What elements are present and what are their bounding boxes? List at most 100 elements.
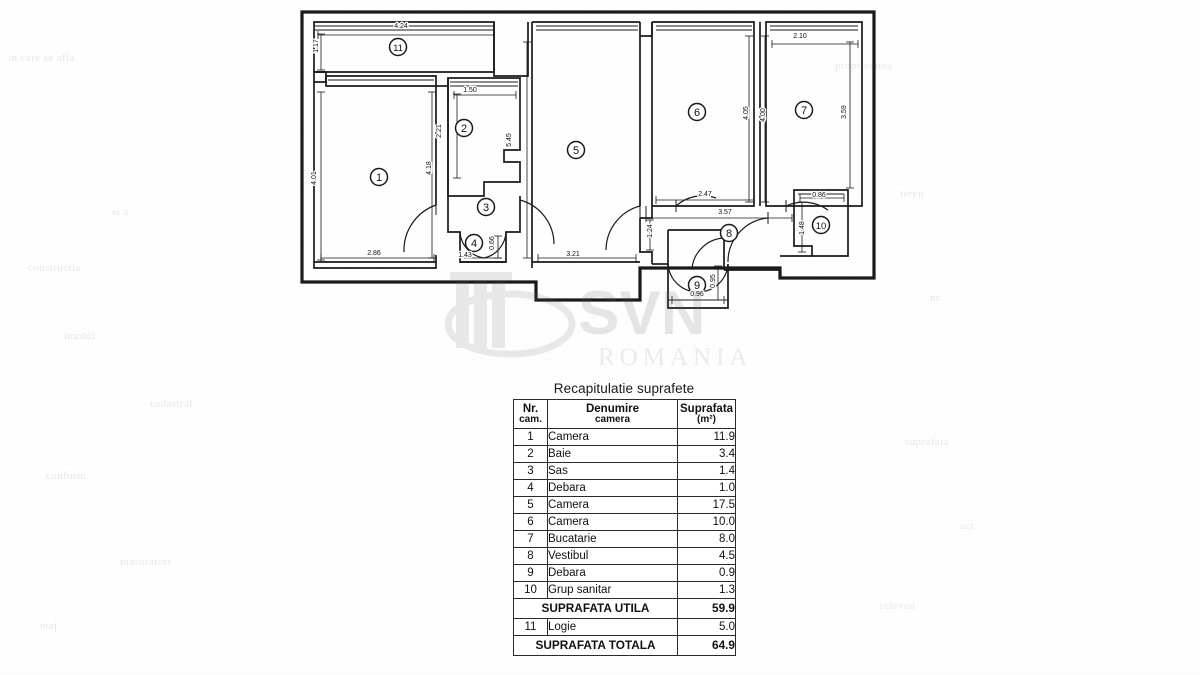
cell-room-number: 6 <box>513 513 548 531</box>
room-number-label: 2 <box>461 123 467 135</box>
ghost-text: imobil <box>64 330 96 342</box>
ghost-text: constructia <box>28 262 81 274</box>
dimension-label: 4.24 <box>394 23 408 30</box>
dimension-label: 4.18 <box>426 161 433 175</box>
usable-area-value: 59.9 <box>677 598 736 619</box>
room-number-label: 9 <box>694 280 700 292</box>
dimension-label: 0.86 <box>812 192 826 199</box>
room-marker-2: 2 <box>454 118 474 138</box>
cell-room-name: Camera <box>547 513 678 531</box>
room-marker-8: 8 <box>719 223 739 243</box>
cell-room-number: 2 <box>513 445 548 463</box>
room-number-label: 8 <box>726 228 732 240</box>
area-recap-block: Recapitulatie suprafete Nr. cam. Denumir… <box>513 381 736 656</box>
cell-room-name: Camera <box>547 496 678 514</box>
room-marker-4: 4 <box>464 233 484 253</box>
ghost-text: nr. <box>930 292 943 304</box>
room-number-label: 3 <box>483 202 489 214</box>
dimension-label: 0.96 <box>690 291 704 298</box>
cell-room-number: 1 <box>513 428 548 446</box>
room-number-label: 11 <box>393 43 403 54</box>
ghost-text: teren <box>900 188 924 200</box>
room-number-label: 1 <box>376 172 382 184</box>
dimension-label: 1.50 <box>463 87 477 94</box>
header-nr-line1: Nr. <box>522 402 539 415</box>
room-number-label: 4 <box>471 238 477 250</box>
dimension-label: 1.17 <box>313 39 320 53</box>
table-title: Recapitulatie suprafete <box>553 381 695 396</box>
dimension-label: 2.10 <box>793 33 807 40</box>
cell-room-area: 4.5 <box>677 547 736 565</box>
cell-room-area: 0.9 <box>677 564 736 582</box>
cell-room-name: Sas <box>547 462 678 480</box>
cell-room-number: 11 <box>513 618 548 636</box>
room-marker-5: 5 <box>566 140 586 160</box>
cell-room-number: 8 <box>513 547 548 565</box>
cell-room-area: 8.0 <box>677 530 736 548</box>
cell-room-name: Baie <box>547 445 678 463</box>
room-number-label: 6 <box>694 107 700 119</box>
dimension-label: 1.43 <box>458 252 472 259</box>
dimension-label: 3.59 <box>841 105 848 119</box>
room-marker-6: 6 <box>687 102 707 122</box>
dimension-label: 0.95 <box>710 274 717 288</box>
cell-room-area: 11.9 <box>677 428 736 446</box>
cell-room-number: 5 <box>513 496 548 514</box>
cell-room-name: Debara <box>547 564 678 582</box>
header-area-line1: Suprafata <box>680 402 734 415</box>
cell-room-number: 4 <box>513 479 548 497</box>
cell-room-area: 1.4 <box>677 462 736 480</box>
cell-room-area: 3.4 <box>677 445 736 463</box>
watermark-subtitle: ROMANIA <box>598 344 752 371</box>
ghost-text: cadastral <box>150 398 193 410</box>
header-nr-line2: cam. <box>519 413 542 425</box>
total-area-label: SUPRAFATA TOTALA <box>513 635 678 656</box>
cell-room-number: 3 <box>513 462 548 480</box>
room-marker-7: 7 <box>794 100 814 120</box>
cell-room-name: Camera <box>547 428 678 446</box>
ghost-text: etaj <box>40 620 58 632</box>
cell-room-name: Bucatarie <box>547 530 678 548</box>
dimension-label: 0.66 <box>489 236 496 250</box>
total-area-value: 64.9 <box>677 635 736 656</box>
dimension-label: 1.24 <box>647 224 654 238</box>
ghost-text: act <box>960 520 975 532</box>
dimension-labels: 4.241.174.012.864.181.502.210.661.435.45… <box>310 22 850 300</box>
dimension-label: 5.45 <box>506 133 513 147</box>
dimension-label: 1.48 <box>799 221 806 235</box>
cell-room-area: 10.0 <box>677 513 736 531</box>
cell-room-area: 5.0 <box>677 618 736 636</box>
room-number-label: 5 <box>573 145 579 157</box>
room-marker-10: 10 <box>811 215 831 235</box>
cell-room-area: 1.0 <box>677 479 736 497</box>
header-area: Suprafata (m²) <box>677 399 736 429</box>
header-nr: Nr. cam. <box>513 399 548 429</box>
ghost-text: suprafata <box>905 436 949 448</box>
header-area-line2: (m²) <box>697 413 716 425</box>
header-name-line1: Denumire <box>585 402 640 415</box>
cell-room-area: 1.3 <box>677 581 736 599</box>
room-marker-9: 9 <box>687 275 707 295</box>
cell-room-number: 7 <box>513 530 548 548</box>
dimension-label: 4.00 <box>760 108 767 122</box>
room-number-label: 10 <box>816 221 827 232</box>
dimension-label: 3.21 <box>566 251 580 258</box>
dimension-label: 4.01 <box>311 171 318 185</box>
cell-room-name: Debara <box>547 479 678 497</box>
floor-plan-svg: .w { fill:none; stroke:#1a1a1a; stroke-w… <box>300 10 876 309</box>
dimension-label: 3.57 <box>718 209 732 216</box>
